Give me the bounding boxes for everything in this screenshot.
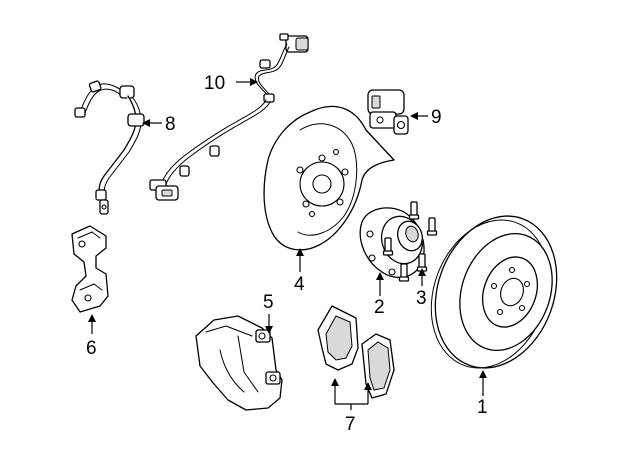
callout-4: 4 [294, 274, 305, 295]
callout-8: 8 [165, 114, 176, 135]
part-6-caliper-bracket[interactable] [71, 225, 109, 313]
leader-lines [88, 78, 487, 410]
part-3-wheel-studs[interactable] [382, 201, 438, 282]
callout-6: 6 [86, 338, 97, 359]
callout-3: 3 [416, 288, 427, 309]
callout-1: 1 [477, 397, 488, 418]
callout-10: 10 [204, 73, 225, 94]
callout-2: 2 [374, 297, 385, 318]
part-4-dust-shield[interactable] [263, 105, 395, 251]
part-8-brake-hose[interactable] [74, 80, 145, 215]
callout-labels: 1 2 3 4 5 6 7 8 9 10 [86, 73, 488, 435]
part-7-brake-pads[interactable] [317, 305, 395, 399]
callout-9: 9 [431, 107, 442, 128]
callout-7: 7 [345, 414, 356, 435]
part-9-abs-sensor[interactable] [367, 89, 409, 135]
part-10-wire-harness[interactable] [149, 33, 309, 201]
part-5-brake-caliper[interactable] [195, 315, 283, 411]
callout-5: 5 [263, 292, 274, 313]
part-1-brake-rotor[interactable] [411, 199, 577, 385]
